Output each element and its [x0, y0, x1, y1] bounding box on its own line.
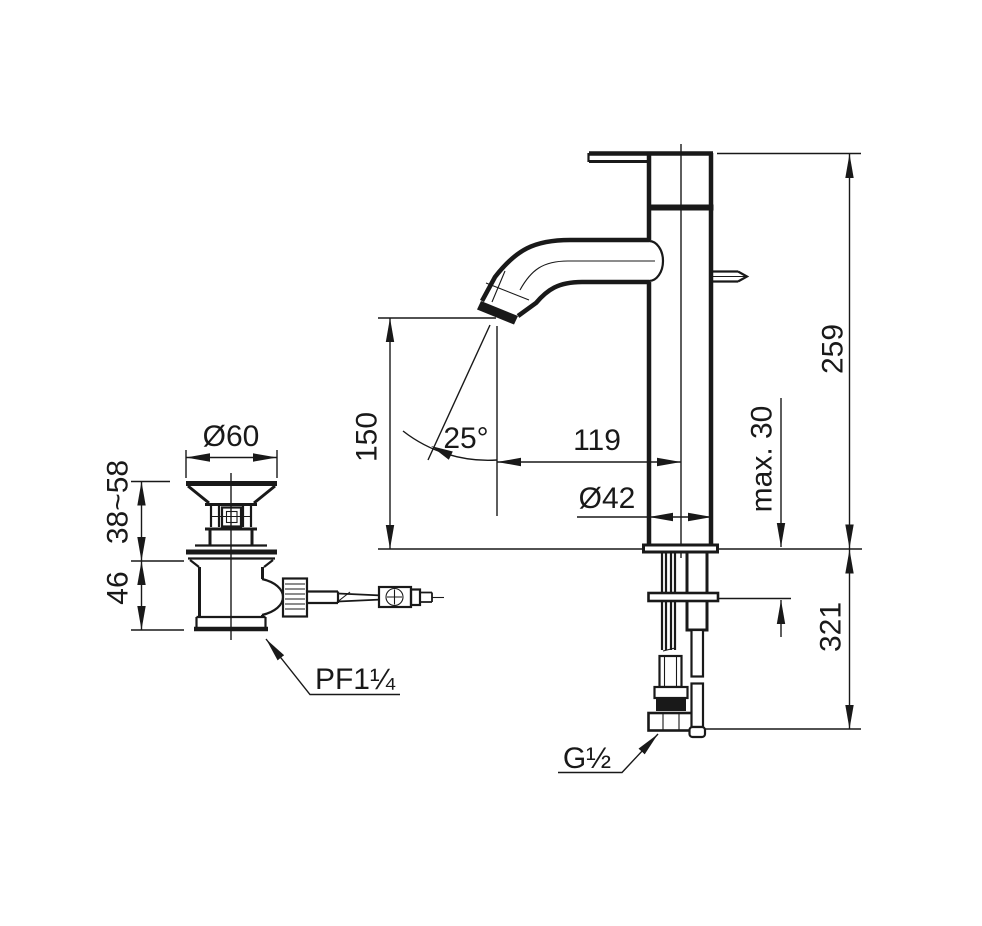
- faucet-body: [646, 153, 714, 545]
- dimension-labels: 150 25° 119 Ø42 max. 30 259 321 Ø60 38~5…: [102, 324, 850, 775]
- faucet-spout: [477, 237, 665, 325]
- dimension-lines: [131, 152, 862, 774]
- faucet-drawing: [477, 144, 750, 558]
- supply-hose-upper: [690, 628, 705, 678]
- dim-spout-height: 150: [351, 412, 384, 462]
- mounting-flange: [647, 591, 720, 603]
- spout-angle-line: [427, 324, 491, 461]
- faucet-base: [642, 543, 719, 554]
- drain-thread-leader: [265, 638, 400, 696]
- dim-spout-reach: 119: [573, 424, 621, 457]
- label-drain-thread: PF1¼: [315, 663, 396, 696]
- aerator-tip: [477, 301, 518, 325]
- label-supply-thread: G½: [563, 742, 611, 775]
- faucet-below-deck: [647, 550, 720, 739]
- supply-shank: [685, 550, 709, 632]
- dim-below-deck-length: 321: [815, 602, 848, 652]
- supply-hose-lower: [690, 682, 705, 729]
- supply-thread-leader: [558, 733, 659, 774]
- dim-drain-mount-range: 38~58: [102, 460, 135, 544]
- lift-rod-connector: [658, 654, 683, 689]
- dim-drain-body-height: 46: [102, 571, 135, 604]
- supply-hose-end: [688, 725, 707, 739]
- hex-nut: [647, 711, 695, 732]
- dim-max-deck-thickness: max. 30: [746, 406, 779, 513]
- knurled-connector: [281, 577, 309, 618]
- dim-body-diameter: Ø42: [579, 482, 636, 515]
- drain-flange: [186, 544, 277, 568]
- compression-seal-band: [656, 698, 686, 711]
- pop-up-drain-assembly: [186, 473, 444, 640]
- dim-overall-height: 259: [817, 324, 850, 374]
- dim-drain-flange-diameter: Ø60: [203, 420, 260, 453]
- dim-spout-angle: 25°: [443, 422, 488, 455]
- angle-arc-arrowhead: [431, 446, 453, 460]
- side-pin: [711, 270, 750, 283]
- pop-up-rod-linkage: [261, 577, 444, 618]
